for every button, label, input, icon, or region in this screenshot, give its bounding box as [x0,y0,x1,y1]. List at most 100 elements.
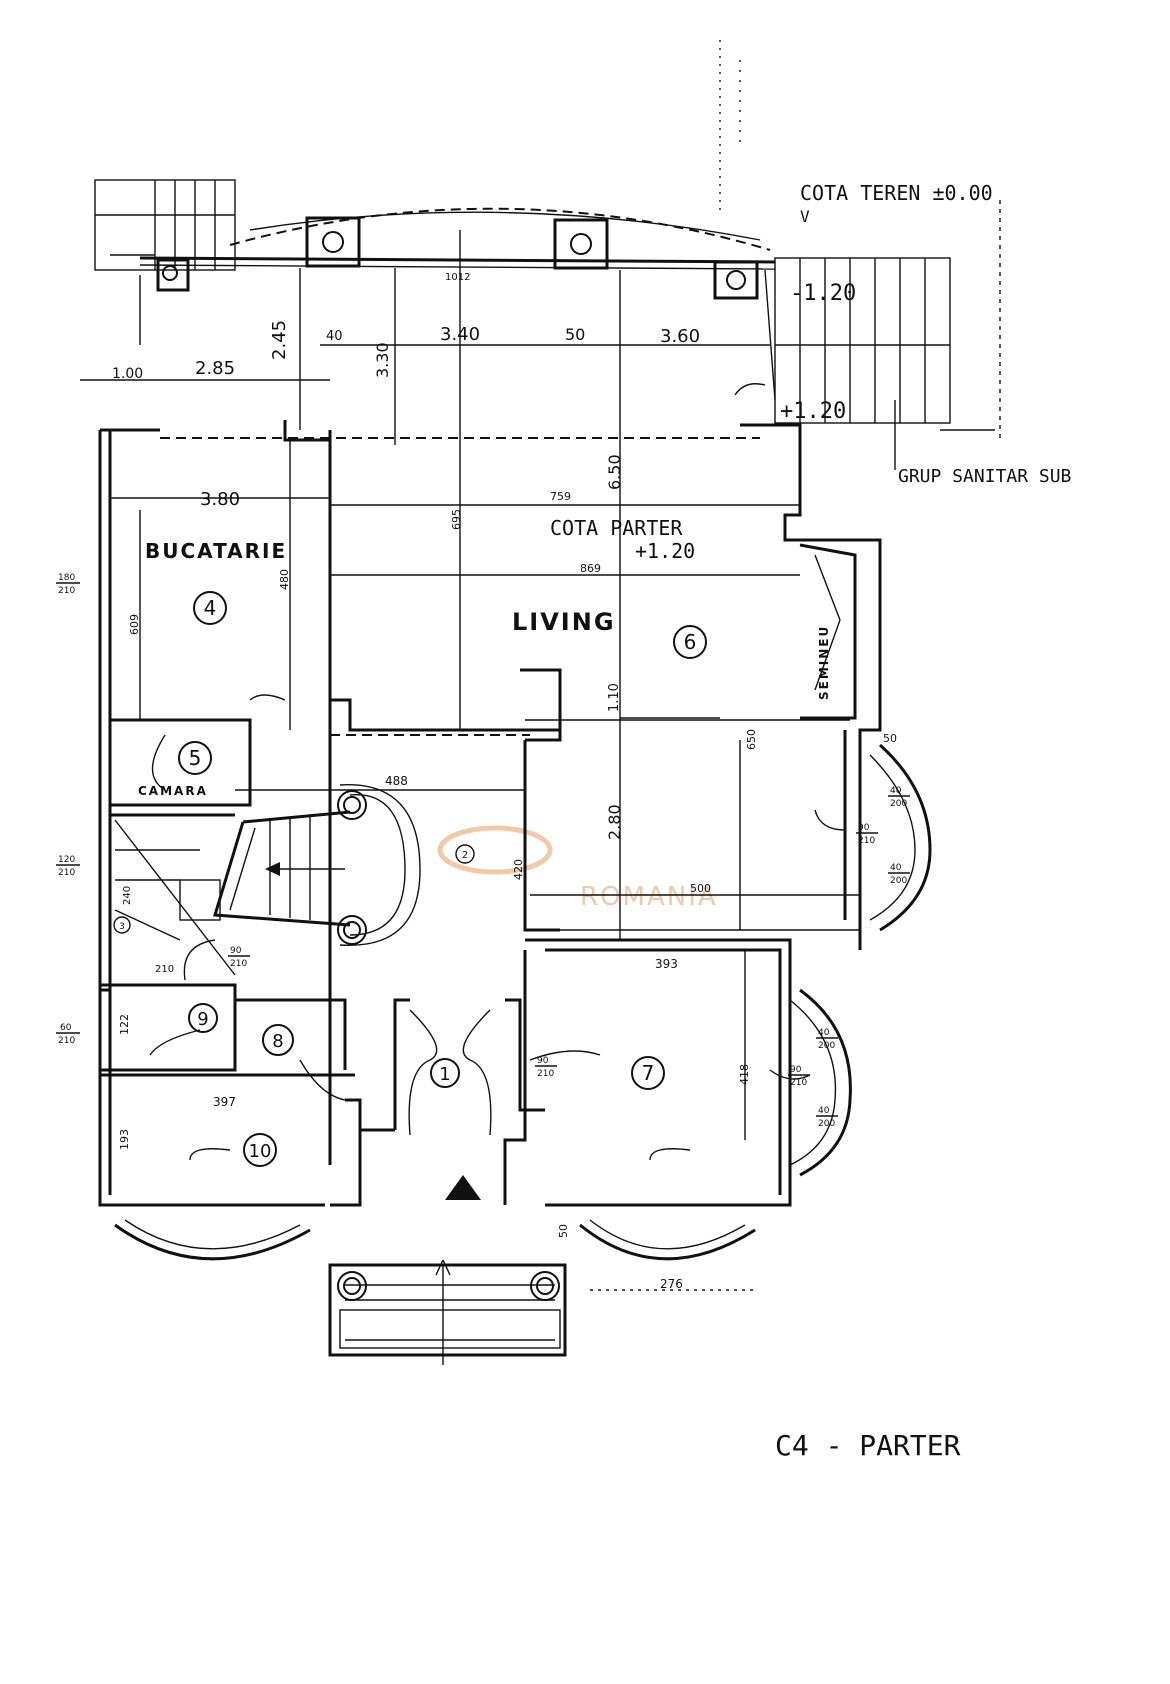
upper-level-label: +1.20 [780,399,846,424]
svg-text:1: 1 [439,1064,450,1085]
svg-text:90: 90 [230,946,242,956]
svg-text:210: 210 [58,868,75,878]
svg-text:200: 200 [818,1041,835,1051]
room-number-4: 4 [193,591,227,625]
svg-text:4: 4 [204,596,217,620]
terrace [139,216,776,401]
room-5-name: CAMARA [138,784,208,798]
floor-level-title: COTA PARTER [550,516,683,540]
opening-2: 120 210 [56,855,80,878]
dim-2-45: 2.45 [269,320,290,360]
svg-text:210: 210 [58,1036,75,1046]
room-number-10: 10 [243,1133,277,1167]
svg-text:200: 200 [890,799,907,809]
dim-50c: 50 [883,732,897,745]
room-number-6: 6 [673,625,707,659]
svg-text:210: 210 [858,836,875,846]
room-number-2: 2 [455,844,475,864]
svg-text:5: 5 [189,746,202,770]
room-number-9: 9 [188,1003,218,1033]
ground-level-marker: V [800,207,810,226]
stair-top-left [94,179,236,345]
dim-276: 276 [660,1277,683,1291]
dim-1-10: 1.10 [607,683,622,712]
dim-2-80: 2.80 [605,804,624,840]
floor-level-value: +1.20 [635,539,695,563]
dim-488: 488 [385,774,408,788]
dim-40: 40 [326,329,343,344]
interior-walls [100,440,860,1165]
dim-3-80: 3.80 [200,489,240,510]
room-number-7: 7 [631,1056,665,1090]
svg-text:40: 40 [890,786,902,796]
opening-3: 60 210 [56,1023,80,1046]
dimension-lines [80,230,860,1140]
opening-labels: 180 210 120 210 60 210 90 210 90 210 90 … [56,573,910,1129]
opening-6: 90 210 [788,1065,810,1088]
svg-text:7: 7 [642,1061,655,1085]
dim-2-85: 2.85 [195,358,235,379]
opening-4: 90 210 [228,946,250,969]
dimension-labels: 1.00 2.85 2.45 40 3.30 3.40 50 3.60 1012… [112,272,897,1291]
svg-text:210: 210 [790,1078,807,1088]
margin-marks [719,40,1001,440]
dim-210: 210 [155,964,174,975]
svg-text:90: 90 [858,823,870,833]
dim-393: 393 [655,957,678,971]
dim-1012: 1012 [445,272,470,283]
opening-8: 40 200 [888,786,910,809]
svg-text:120: 120 [58,855,75,865]
opening-1: 180 210 [56,573,80,596]
svg-text:6: 6 [684,630,697,654]
opening-11: 40 200 [816,1106,838,1129]
opening-5: 90 210 [535,1056,557,1079]
room-6-name: LIVING [512,608,616,636]
svg-text:2: 2 [462,850,468,861]
entrance [328,1175,755,1365]
dim-50: 50 [565,325,585,344]
dim-650: 650 [745,729,758,750]
dim-6-50: 6.50 [605,454,624,490]
dim-397: 397 [213,1095,236,1109]
top-canopy [229,207,771,251]
room-4-name: BUCATARIE [145,539,287,563]
svg-text:60: 60 [60,1023,72,1033]
svg-text:3: 3 [119,922,125,932]
svg-text:9: 9 [197,1009,208,1030]
watermark: ROMANIA [437,825,718,912]
watermark-text: ROMANIA [580,882,718,912]
svg-text:40: 40 [818,1106,830,1116]
dim-759: 759 [550,490,571,503]
dim-3-60: 3.60 [660,326,700,347]
dim-609: 609 [128,614,141,635]
text-labels: COTA TEREN ±0.00 V -1.20 +1.20 GRUP SANI… [113,181,1071,1462]
svg-text:200: 200 [890,876,907,886]
dim-3-30: 3.30 [373,342,392,378]
doors [149,383,846,1161]
fireplace-label: SEMINEU [817,625,831,700]
svg-text:210: 210 [58,586,75,596]
sheet-title: C4 - PARTER [775,1429,961,1462]
dim-480: 480 [278,569,291,590]
opening-10: 40 200 [816,1028,838,1051]
svg-text:210: 210 [230,959,247,969]
opening-9: 40 200 [888,863,910,886]
dim-420: 420 [512,859,525,880]
opening-7: 90 210 [856,823,878,846]
ground-level-label: COTA TEREN ±0.00 [800,181,993,205]
note-label: GRUP SANITAR SUB [898,466,1071,487]
svg-text:8: 8 [272,1031,283,1052]
svg-text:210: 210 [537,1069,554,1079]
svg-text:200: 200 [818,1119,835,1129]
dim-240: 240 [122,886,133,905]
stair-top-right [774,257,995,470]
bay-windows [114,743,932,1261]
svg-text:180: 180 [58,573,75,583]
outer-walls [98,420,882,1207]
dim-500: 500 [690,882,711,895]
lower-level-label: -1.20 [790,281,856,306]
dim-50b: 50 [557,1224,570,1238]
dim-418: 418 [738,1064,751,1085]
main-stair [114,784,421,976]
